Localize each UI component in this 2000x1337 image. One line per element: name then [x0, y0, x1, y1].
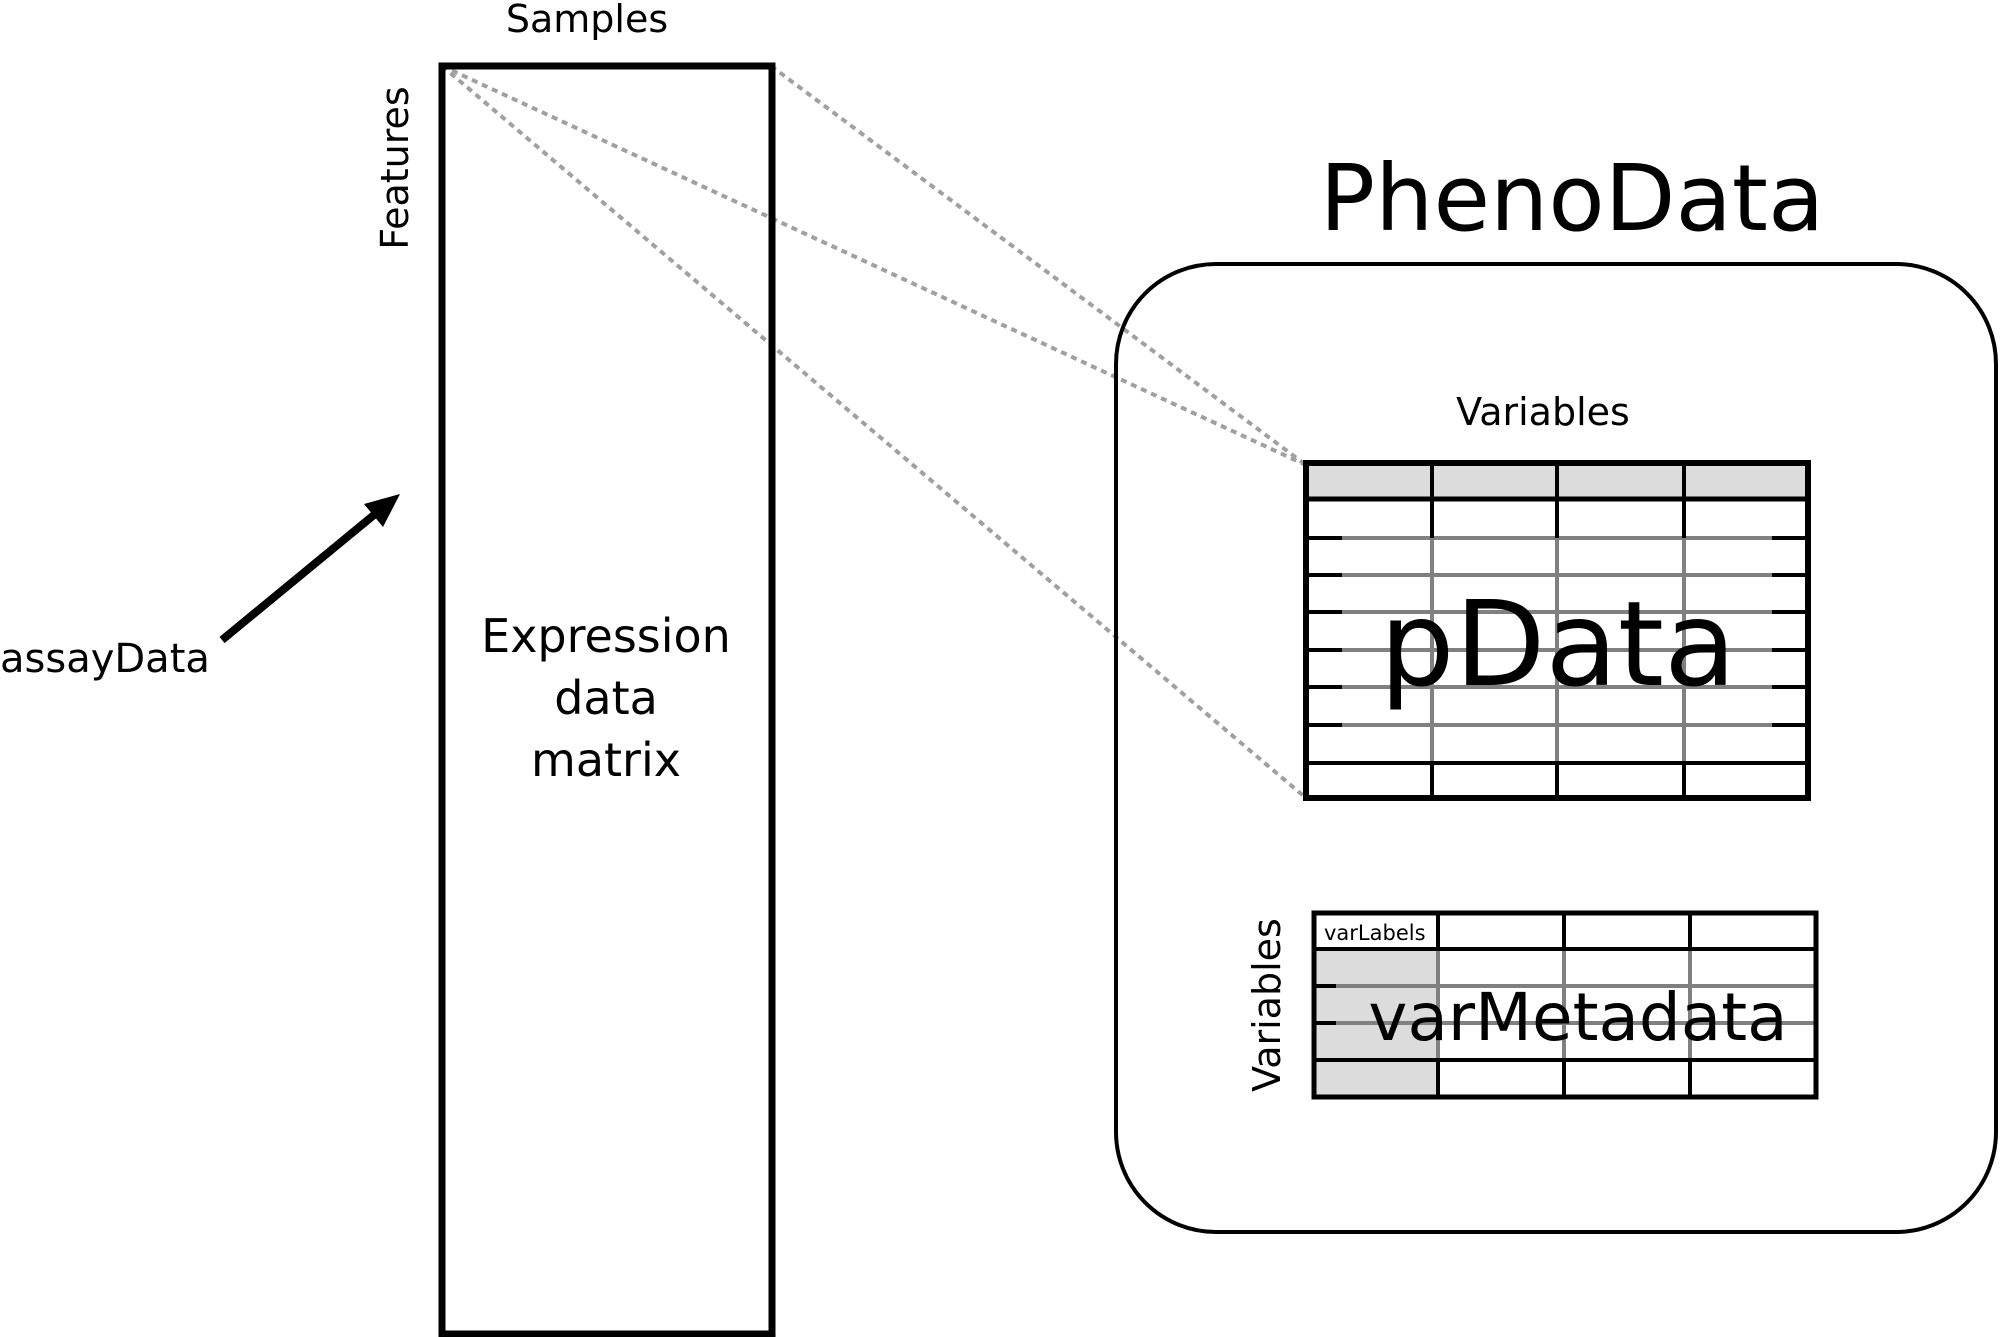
varmetadata-variables-label: Variables — [1245, 918, 1289, 1092]
varmetadata-outer-border — [1311, 910, 1819, 1100]
pdata-table — [1303, 460, 1811, 801]
expression-matrix-box — [438, 62, 776, 1337]
varmetadata-edge-ticks — [1314, 913, 1816, 1097]
expression-line-1: Expression — [481, 609, 731, 663]
connector-right — [769, 64, 1308, 467]
pdata-variables-label: Variables — [1456, 390, 1630, 434]
assaydata-arrow — [219, 494, 400, 644]
connector-top — [441, 64, 1307, 467]
features-label: Features — [373, 86, 417, 249]
phenodata-container — [1114, 262, 1998, 1234]
dotted-connectors — [440, 64, 1308, 800]
phenodata-title: PhenoData — [1320, 145, 1825, 252]
pdata-outer-border — [1303, 460, 1811, 801]
pdata-edge-ticks — [1306, 463, 1808, 798]
varmetadata-label: varMetadata — [1368, 979, 1787, 1056]
assaydata-label: assayData — [0, 636, 210, 682]
varmetadata-table — [1311, 910, 1819, 1100]
arrow-head-icon — [364, 494, 400, 527]
varlabels-label: varLabels — [1324, 921, 1426, 945]
expression-line-3: matrix — [531, 733, 681, 787]
connector-bottom — [440, 64, 1308, 800]
pdata-label: pData — [1380, 575, 1737, 713]
expression-line-2: data — [554, 671, 658, 725]
samples-label: Samples — [506, 0, 668, 41]
pdata-inner-grid — [1306, 499, 1808, 798]
